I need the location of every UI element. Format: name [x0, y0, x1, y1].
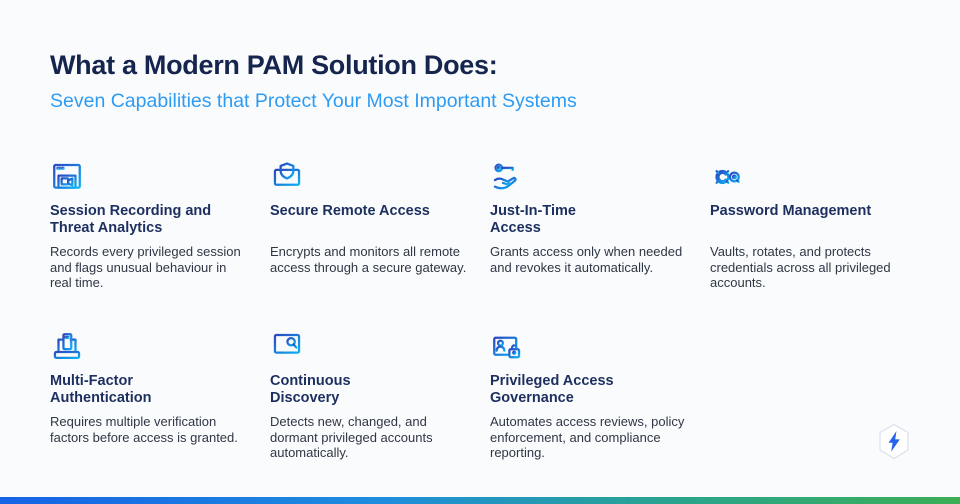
capability-description: Encrypts and monitors all remote access … — [270, 244, 467, 275]
brand-logo — [877, 423, 911, 465]
privileged-access-governance-icon — [490, 330, 690, 364]
password-management-icon — [710, 160, 910, 194]
capability-card-secure-remote-access: Secure Remote Access Encrypts and monito… — [270, 160, 470, 330]
page-title: What a Modern PAM Solution Does: — [50, 50, 498, 80]
multi-factor-authentication-icon — [50, 330, 250, 364]
capability-description: Automates access reviews, policy enforce… — [490, 414, 685, 460]
session-recording-icon — [50, 160, 250, 194]
capabilities-grid: Session Recording and Threat Analytics R… — [50, 160, 910, 500]
capability-description: Vaults, rotates, and protects credential… — [710, 244, 891, 290]
capability-card-password-management: Password Management Vaults, rotates, and… — [710, 160, 910, 330]
capability-title: Password Management — [710, 203, 872, 219]
capability-title: Multi-Factor Authentication — [50, 373, 152, 406]
capability-card-continuous-discovery: Continuous Discovery Detects new, change… — [270, 330, 470, 500]
capability-description: Records every privileged session and fla… — [50, 244, 241, 290]
capability-title: Privileged Access Governance — [490, 373, 614, 406]
capability-title: Just-In-Time Access — [490, 203, 576, 236]
header: What a Modern PAM Solution Does: Seven C… — [50, 50, 577, 113]
capability-card-privileged-access-governance: Privileged Access Governance Automates a… — [490, 330, 690, 500]
capability-description: Grants access only when needed and revok… — [490, 244, 683, 275]
lightning-bolt-hexagon-icon — [879, 423, 909, 460]
capability-title: Continuous Discovery — [270, 373, 351, 406]
continuous-discovery-icon — [270, 330, 470, 364]
page-subtitle: Seven Capabilities that Protect Your Mos… — [50, 90, 577, 112]
capability-description: Detects new, changed, and dormant privil… — [270, 414, 433, 460]
capability-description: Requires multiple verification factors b… — [50, 414, 238, 445]
just-in-time-access-icon — [490, 160, 690, 194]
capability-title: Secure Remote Access — [270, 203, 430, 219]
capability-card-multi-factor-authentication: Multi-Factor Authentication Requires mul… — [50, 330, 250, 500]
capability-title: Session Recording and Threat Analytics — [50, 203, 212, 236]
capability-card-just-in-time-access: Just-In-Time Access Grants access only w… — [490, 160, 690, 330]
capability-card-session-recording: Session Recording and Threat Analytics R… — [50, 160, 250, 330]
footer-gradient-bar — [0, 497, 960, 504]
secure-remote-access-icon — [270, 160, 470, 194]
